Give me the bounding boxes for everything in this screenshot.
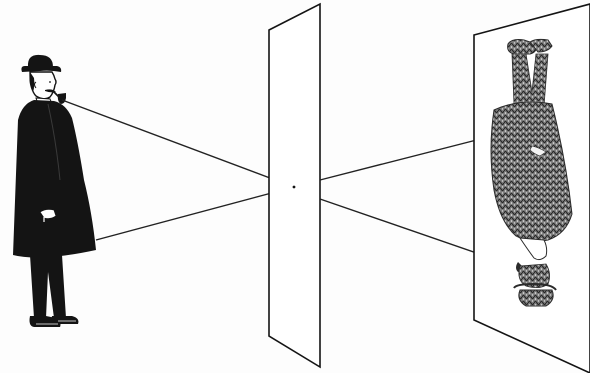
pinhole-screen [269, 4, 320, 367]
observer-figure [13, 55, 96, 327]
ray-to-feet-image [320, 134, 500, 180]
head [29, 72, 56, 99]
trousers [30, 255, 66, 318]
ray-from-feet [96, 187, 294, 240]
pinhole-aperture [293, 186, 296, 189]
overcoat [13, 100, 96, 258]
ray-from-head [62, 100, 294, 187]
light-rays [62, 100, 294, 240]
shoes [30, 316, 79, 327]
top-hat [21, 55, 61, 72]
